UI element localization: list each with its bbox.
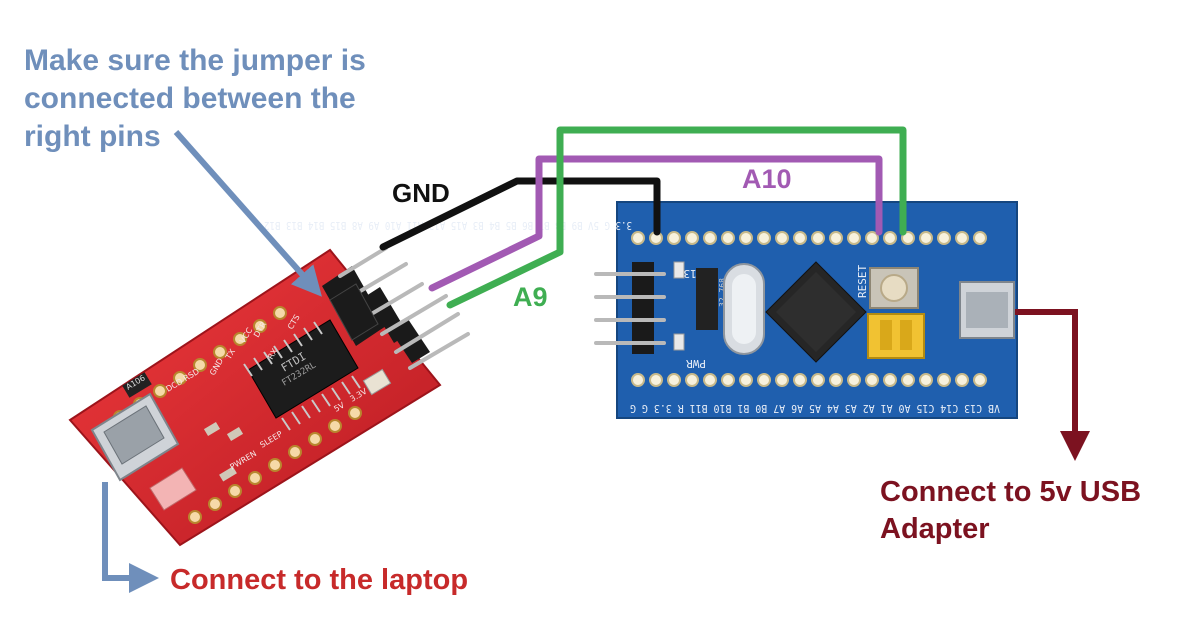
jumper-note-line-2: connected between the	[24, 82, 356, 115]
mini-usb-port	[90, 392, 197, 511]
stm32-pc13-led	[673, 261, 685, 279]
stm32-mcu	[765, 261, 867, 363]
stm32-bottom-pin-labels: VB C13 C14 C15 A0 A1 A2 A3 A4 A5 A6 A7 B…	[630, 402, 1000, 415]
stm32-crystal	[723, 263, 765, 355]
jumper-arrow	[173, 130, 322, 297]
usb-adapter-note-line-2: Adapter	[880, 513, 990, 545]
jumper-note-line-3: right pins	[24, 120, 161, 153]
stm32-swd-header	[594, 262, 666, 354]
stm32-regulator	[696, 268, 718, 330]
ftdi-board: FTDI FT232RL A106 DCD RSD PWREN SLEEP 5V…	[68, 246, 470, 547]
stm32-board: 3.3 G 5V B9 B8 B7 B6 B5 B4 B3 A15 A12 A1…	[264, 201, 1018, 419]
micro-usb-port	[959, 281, 1015, 339]
jumper-note-line-1: Make sure the jumper is	[24, 44, 366, 77]
stm32-top-pin-row	[631, 231, 987, 245]
jumper-note: Make sure the jumper is connected betwee…	[24, 42, 444, 156]
gnd-wire	[379, 177, 661, 251]
laptop-arrow	[102, 482, 159, 593]
usb-adapter-note-line-1: Connect to 5v USB	[880, 476, 1142, 508]
laptop-note: Connect to the laptop	[170, 564, 469, 596]
stm32-reset-button	[869, 267, 919, 309]
a9-wire-label: A9	[513, 282, 548, 312]
usb-arrow	[1015, 309, 1090, 461]
usb-adapter-note: Connect to 5v USB Adapter	[880, 474, 1200, 548]
stm32-reset-label: RESET	[856, 265, 869, 298]
stm32-boot-jumpers	[867, 313, 925, 359]
a10-wire	[428, 155, 883, 292]
a10-wire-label: A10	[742, 164, 792, 194]
stm32-pwr-label: PWR	[686, 357, 706, 370]
ftdi-jumper	[329, 283, 379, 341]
ftdi-part-chip	[122, 372, 152, 398]
stm32-pwr-led	[673, 333, 685, 351]
ftdi-chip: FTDI FT232RL	[243, 319, 361, 431]
stm32-bottom-pin-row	[631, 373, 987, 387]
stm32-crystal-label: 32.768	[718, 278, 727, 307]
a9-wire	[446, 126, 907, 309]
gnd-wire-label: GND	[392, 178, 450, 208]
stm32-top-pin-labels: 3.3 G 5V B9 B8 B7 B6 B5 B4 B3 A15 A12 A1…	[264, 219, 632, 232]
